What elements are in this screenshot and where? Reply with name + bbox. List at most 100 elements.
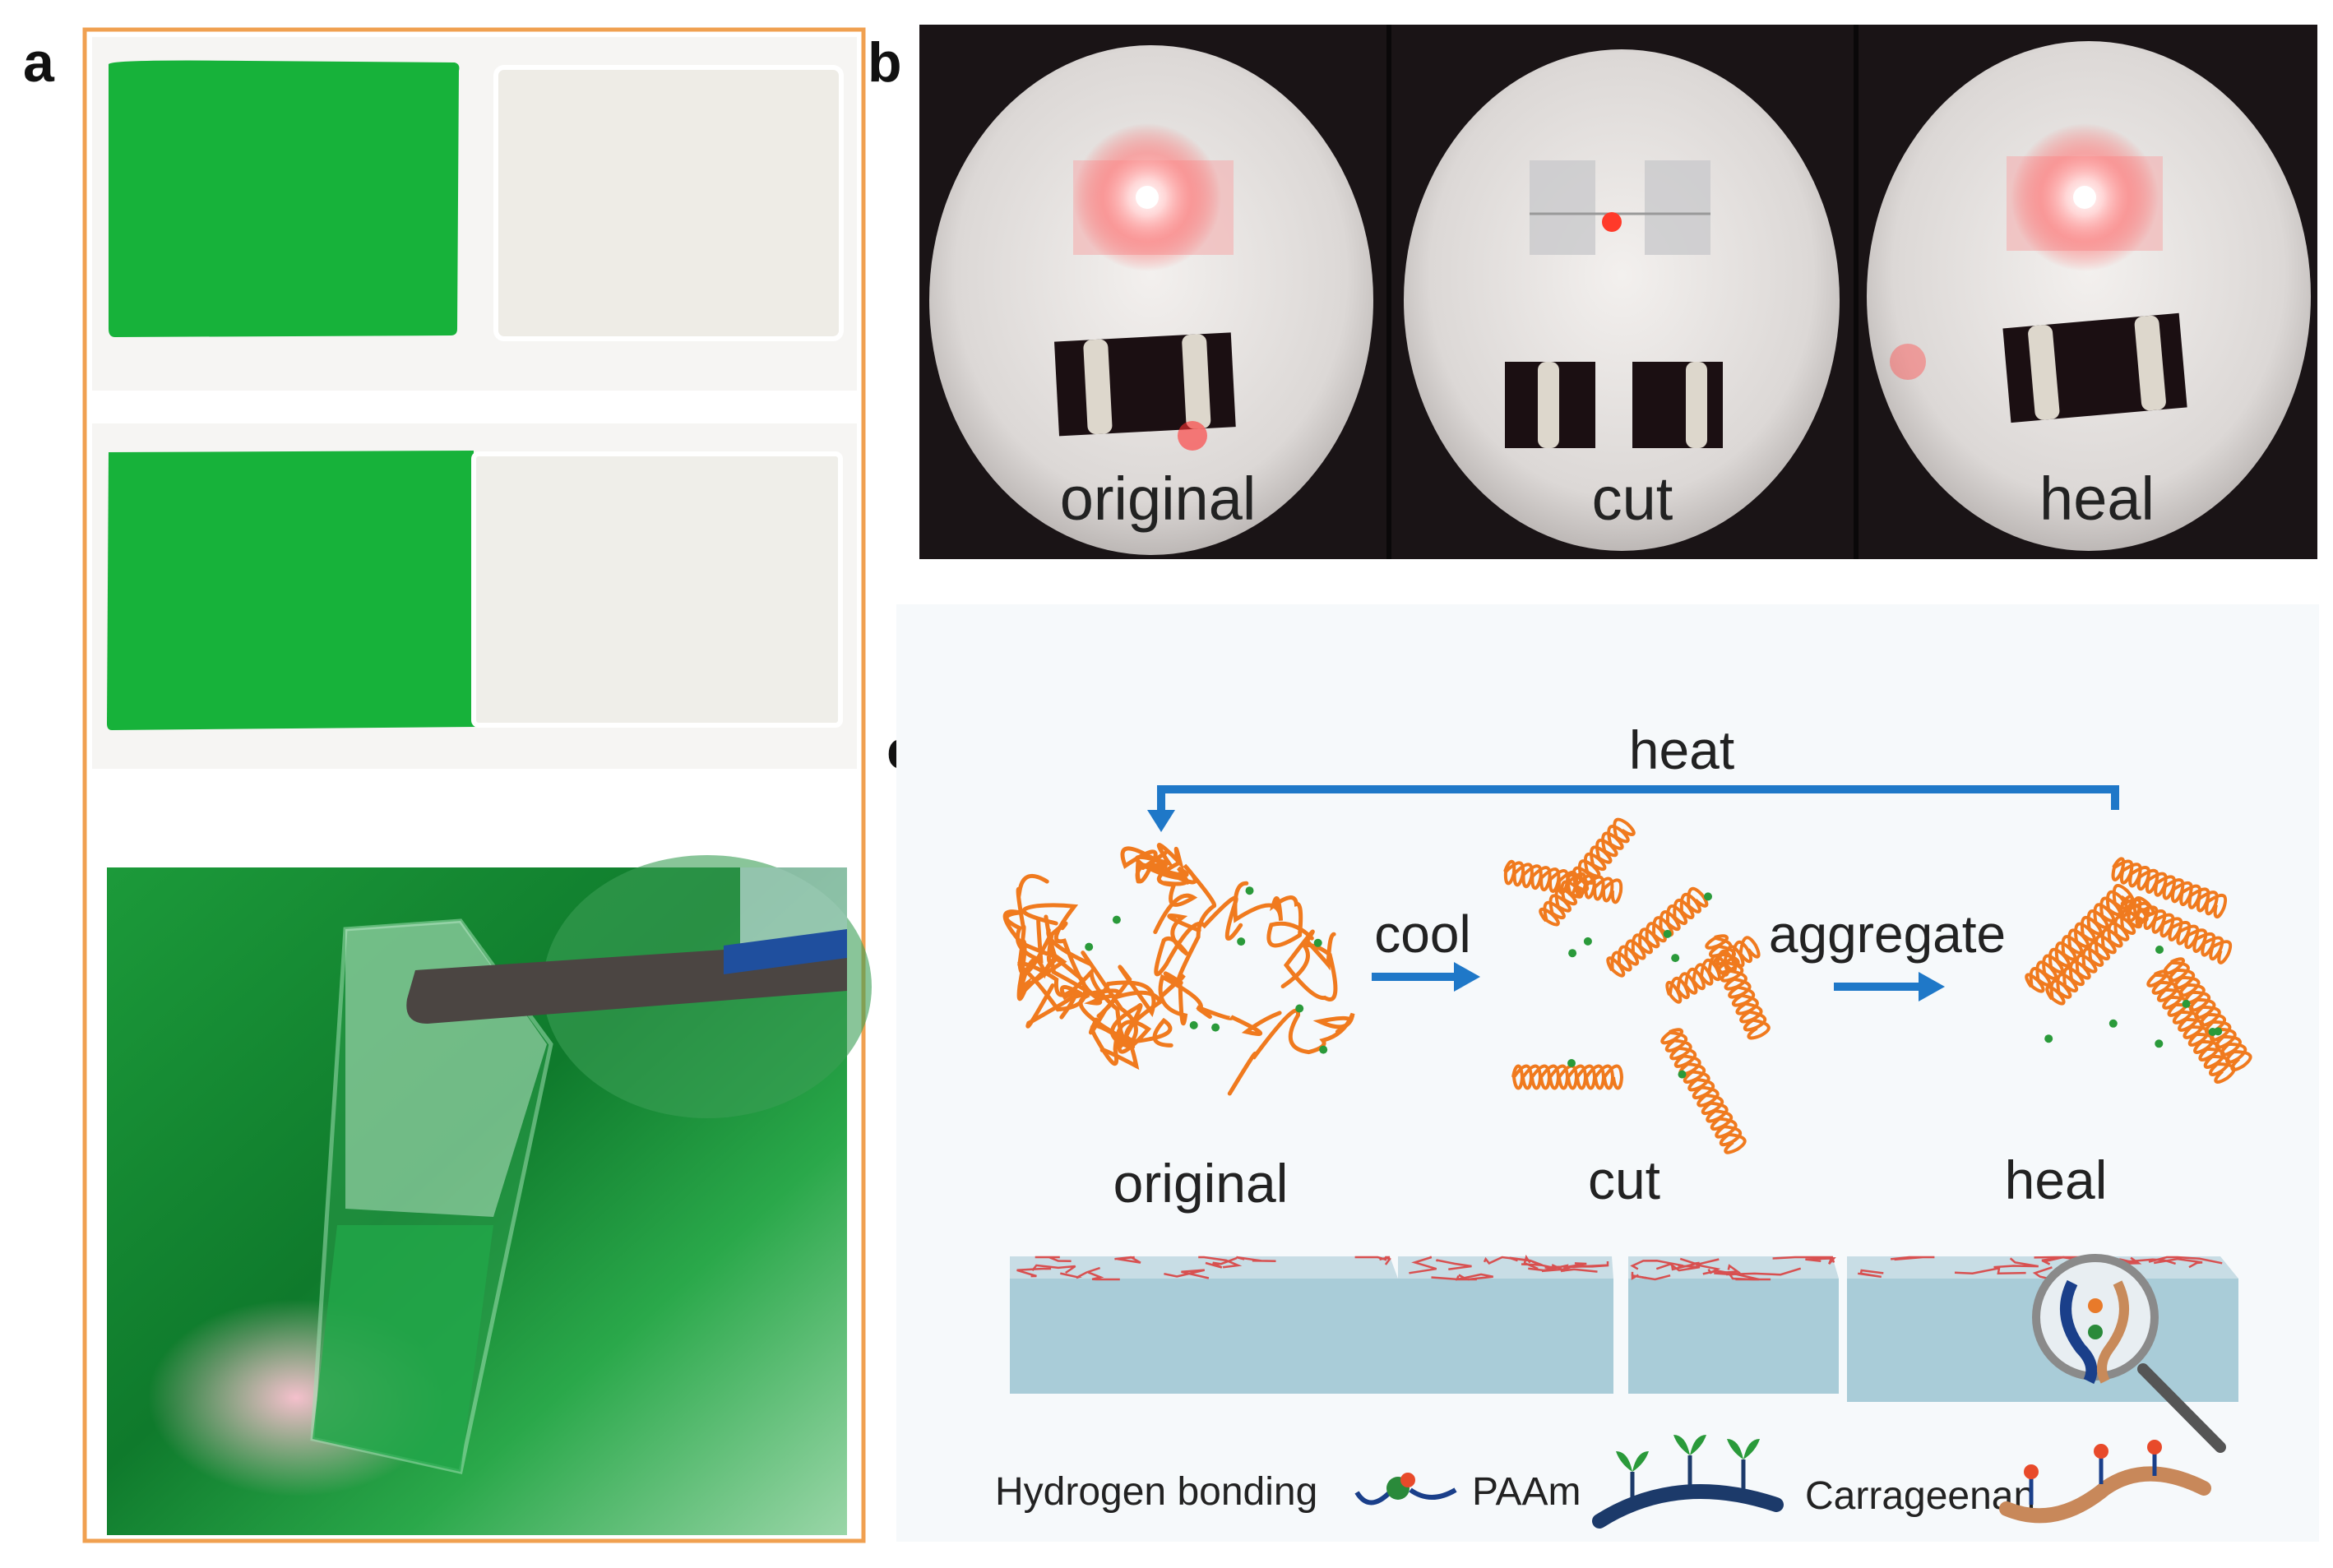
label-c-cut: cut [1588,1149,1660,1210]
network-line [1993,1257,2039,1269]
label-b-cut: cut [1592,465,1673,533]
double-helix [2146,969,2236,1084]
coil-strand [1233,881,1314,948]
network-line [1379,1256,1391,1265]
network-line [1702,1270,1760,1281]
network-line [1087,1271,1120,1281]
ion-dot [1319,1045,1328,1054]
gel-block-cut-right [1628,1256,1839,1394]
paam-icon [1592,1435,1784,1529]
double-helix [2025,883,2135,993]
network-line [1114,1256,1141,1264]
network-line [1890,1256,1935,1261]
label-b-original: original [1060,465,1257,533]
clear-gel-square [493,65,844,341]
label-c-original: original [1113,1153,1289,1214]
ion-dot [2182,999,2191,1008]
network-line [1483,1256,1530,1265]
hydrogen-bond-icon [1354,1473,1457,1506]
disc-heal [1867,41,2311,551]
panel-letter-a: a [23,31,54,94]
ion-dot [1112,915,1121,924]
label-b-heal: heal [2039,465,2155,533]
coil-strand [1134,843,1198,934]
network-line [1060,1266,1100,1279]
network-line [1631,1271,1648,1280]
clear-gel-half [471,451,843,728]
network-line [1670,1257,1700,1271]
legend-carrageenan: Carrageenan [1805,1474,2035,1518]
helix-bundles-cut [1503,817,1771,1154]
network-line [1714,1264,1741,1276]
double-helix [1705,934,1771,1040]
legend-hydrogen-bonding: Hydrogen bonding [995,1470,1317,1514]
network-line [1772,1256,1835,1263]
ion-dot [1237,937,1246,946]
ion-dot [1189,1020,1198,1029]
ion-dot [1704,892,1712,901]
label-c-heal: heal [2005,1149,2108,1210]
label-cool: cool [1374,904,1470,964]
network-line [1528,1264,1569,1273]
ion-dot [1583,937,1592,946]
panel-c: heat cool aggregate original cut heal [896,604,2319,1542]
label-aggregate: aggregate [1769,904,2006,964]
ion-dot [1211,1023,1220,1032]
network-line [1354,1256,1387,1261]
network-line [1435,1259,1472,1270]
network-line [1031,1264,1076,1274]
disc-cut [1404,49,1840,551]
green-gel-half [107,451,475,730]
panel-b: original cut heal [919,25,2317,559]
network-line [2153,1257,2203,1269]
network-line [1954,1266,2026,1274]
ion-dot [2108,1019,2118,1028]
coil-strand [1046,927,1143,1071]
network-line [1805,1257,1836,1265]
double-helix [1665,936,1761,1004]
coil-strand [1280,929,1338,1001]
coil-strand [1059,985,1152,1066]
gel-block-original [1010,1256,1398,1394]
network-line [1198,1256,1243,1269]
panel-letter-b: b [868,31,902,94]
coil-strand [1120,846,1190,886]
network-line [1409,1256,1437,1274]
double-helix [2111,857,2228,919]
legend-paam: PAAm [1472,1470,1581,1514]
network-line [1016,1267,1052,1278]
label-heat: heat [1629,719,1734,780]
magnifier-icon [2032,1254,2226,1453]
coil-strand [1021,903,1156,1019]
random-coil-network [1002,843,1355,1096]
network-line [2034,1256,2082,1260]
double-helix [2118,895,2233,964]
coil-strand [1002,909,1068,964]
network-line [1035,1256,1072,1262]
ion-dot [1295,1004,1304,1013]
network-line [1236,1256,1276,1262]
coil-strand [1025,983,1173,1048]
double-helix [1539,817,1636,927]
ion-dot [2155,946,2164,954]
helix-bundles-heal [2025,857,2252,1084]
ion-dot [1567,1059,1576,1067]
network-line [1655,1263,1701,1272]
network-line [2148,1256,2223,1265]
double-helix [1660,1028,1747,1154]
network-line [1455,1273,1493,1281]
gel-block-cut-left [1398,1256,1613,1394]
heat-arrow [1157,785,2119,814]
disc-original [929,45,1373,555]
double-helix [2045,895,2155,1006]
ion-dot [1663,929,1672,938]
panel-a [82,27,872,1543]
heat-arrow-head [1147,810,1175,832]
network-line [1164,1269,1210,1279]
coil-strand [1158,974,1282,1036]
network-line [1563,1262,1607,1269]
ion-dot [1245,886,1254,895]
ion-dot [1678,1070,1687,1079]
ion-dot [1568,949,1577,958]
